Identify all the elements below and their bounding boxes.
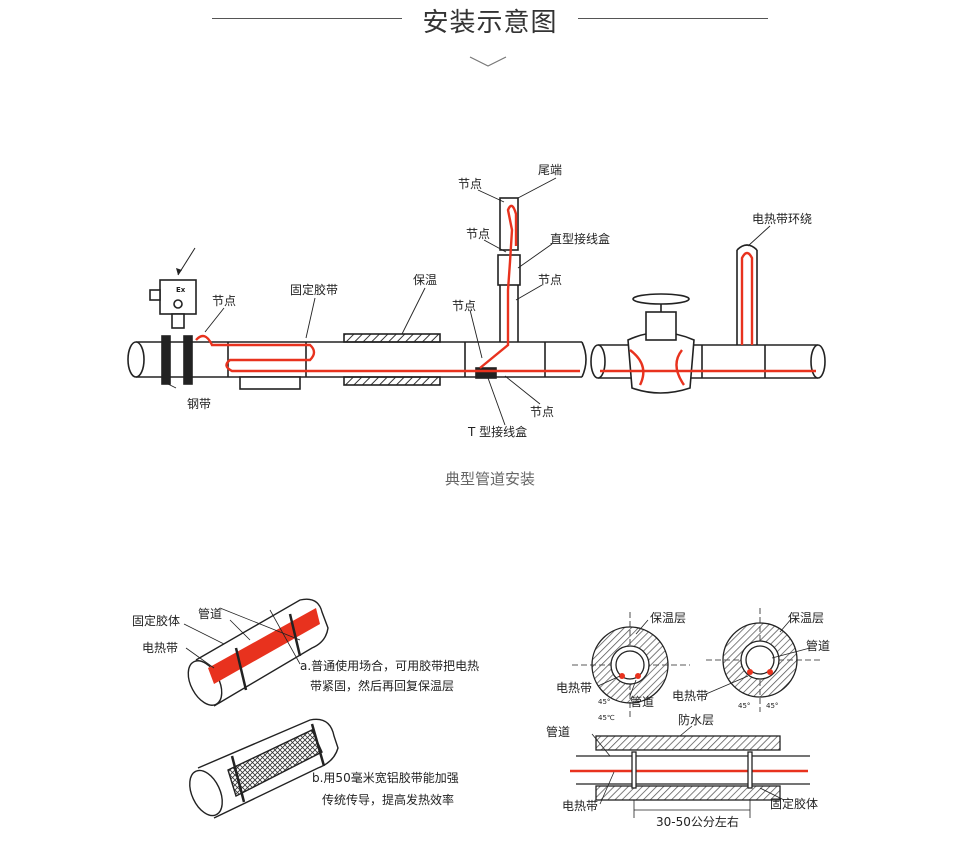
- label-insulation-layer-1: 保温层: [650, 611, 686, 625]
- leader-lines-br: [591, 617, 811, 805]
- page-title: 安装示意图: [422, 8, 558, 38]
- label-steel-band: 钢带: [187, 397, 211, 411]
- label-fixed-tape: 固定胶带: [290, 282, 338, 297]
- header: 安装示意图: [0, 0, 980, 67]
- side-section: [570, 735, 810, 818]
- label-angle-1b: 45℃: [598, 714, 615, 722]
- label-insulation-layer-2: 保温层: [788, 611, 824, 625]
- label-spacing: 30-50公分左右: [656, 814, 739, 829]
- label-wrap: 电热带环绕: [752, 212, 812, 226]
- label-heat-tape: 电热带: [142, 641, 178, 655]
- title-rule-right: [578, 18, 768, 19]
- note-b-line2: 传统传导，提高发热效率: [322, 792, 454, 807]
- label-angle-1: 45°: [598, 698, 610, 706]
- label-waterproof: 防水层: [678, 712, 714, 727]
- top-pipeline: [127, 197, 826, 394]
- label-angle-2b: 45°: [766, 702, 778, 710]
- label-jiedian-5: 节点: [538, 273, 562, 287]
- cross-section-2: [706, 608, 820, 712]
- label-jiedian-6: 节点: [530, 405, 554, 419]
- label-jiedian-2: 节点: [452, 299, 476, 313]
- bottom-right-labels: 保温层 电热带 管道 45° 45℃ 保温层 管道 电热带 45° 45° 管道…: [546, 611, 830, 829]
- note-a-line1: a.普通使用场合，可用胶带把电热: [300, 658, 479, 673]
- heat-tape-top: [195, 204, 816, 386]
- label-fixed-glue-2: 固定胶体: [770, 796, 818, 811]
- label-insulation: 保温: [413, 273, 437, 287]
- label-heat-tape-1: 电热带: [556, 681, 592, 695]
- chevron-down-icon: [469, 56, 507, 67]
- bottom-left-pipes: [187, 598, 339, 819]
- label-jiedian-3: 节点: [466, 227, 490, 241]
- note-b-line1: b.用50毫米宽铝胶带能加强: [312, 770, 459, 785]
- label-jiedian-4: 节点: [458, 177, 482, 191]
- label-jiedian-1: 节点: [212, 294, 236, 308]
- note-a-line2: 带紧固，然后再回复保温层: [310, 678, 454, 693]
- label-tail-end: 尾端: [538, 163, 562, 177]
- bottom-left-labels: 固定胶体 管道 电热带 a.普通使用场合，可用胶带把电热 带紧固，然后再回复保温…: [132, 606, 479, 807]
- label-fixed-glue: 固定胶体: [132, 613, 180, 628]
- label-heat-tape-3: 电热带: [562, 799, 598, 813]
- label-heat-tape-2: 电热带: [672, 689, 708, 703]
- label-pipe-2: 管道: [806, 638, 830, 653]
- cross-section-1: [572, 612, 690, 718]
- label-pipe: 管道: [198, 606, 222, 621]
- label-angle-2a: 45°: [738, 702, 750, 710]
- label-t-box: T 型接线盒: [467, 424, 527, 439]
- leader-lines-top: [167, 177, 771, 426]
- top-labels: Ex 节点 固定胶带 保温 钢带 节点 节点 节点 尾端 直型接线盒 节点 节点…: [176, 163, 812, 439]
- label-pipe-3: 管道: [546, 724, 570, 739]
- label-pipe-1: 管道: [630, 694, 654, 709]
- box-label: Ex: [176, 286, 186, 294]
- label-straight-box: 直型接线盒: [550, 231, 610, 246]
- leader-lines-bl: [183, 609, 301, 669]
- diagram-caption: 典型管道安装: [444, 470, 535, 488]
- title-rule-left: [212, 18, 402, 19]
